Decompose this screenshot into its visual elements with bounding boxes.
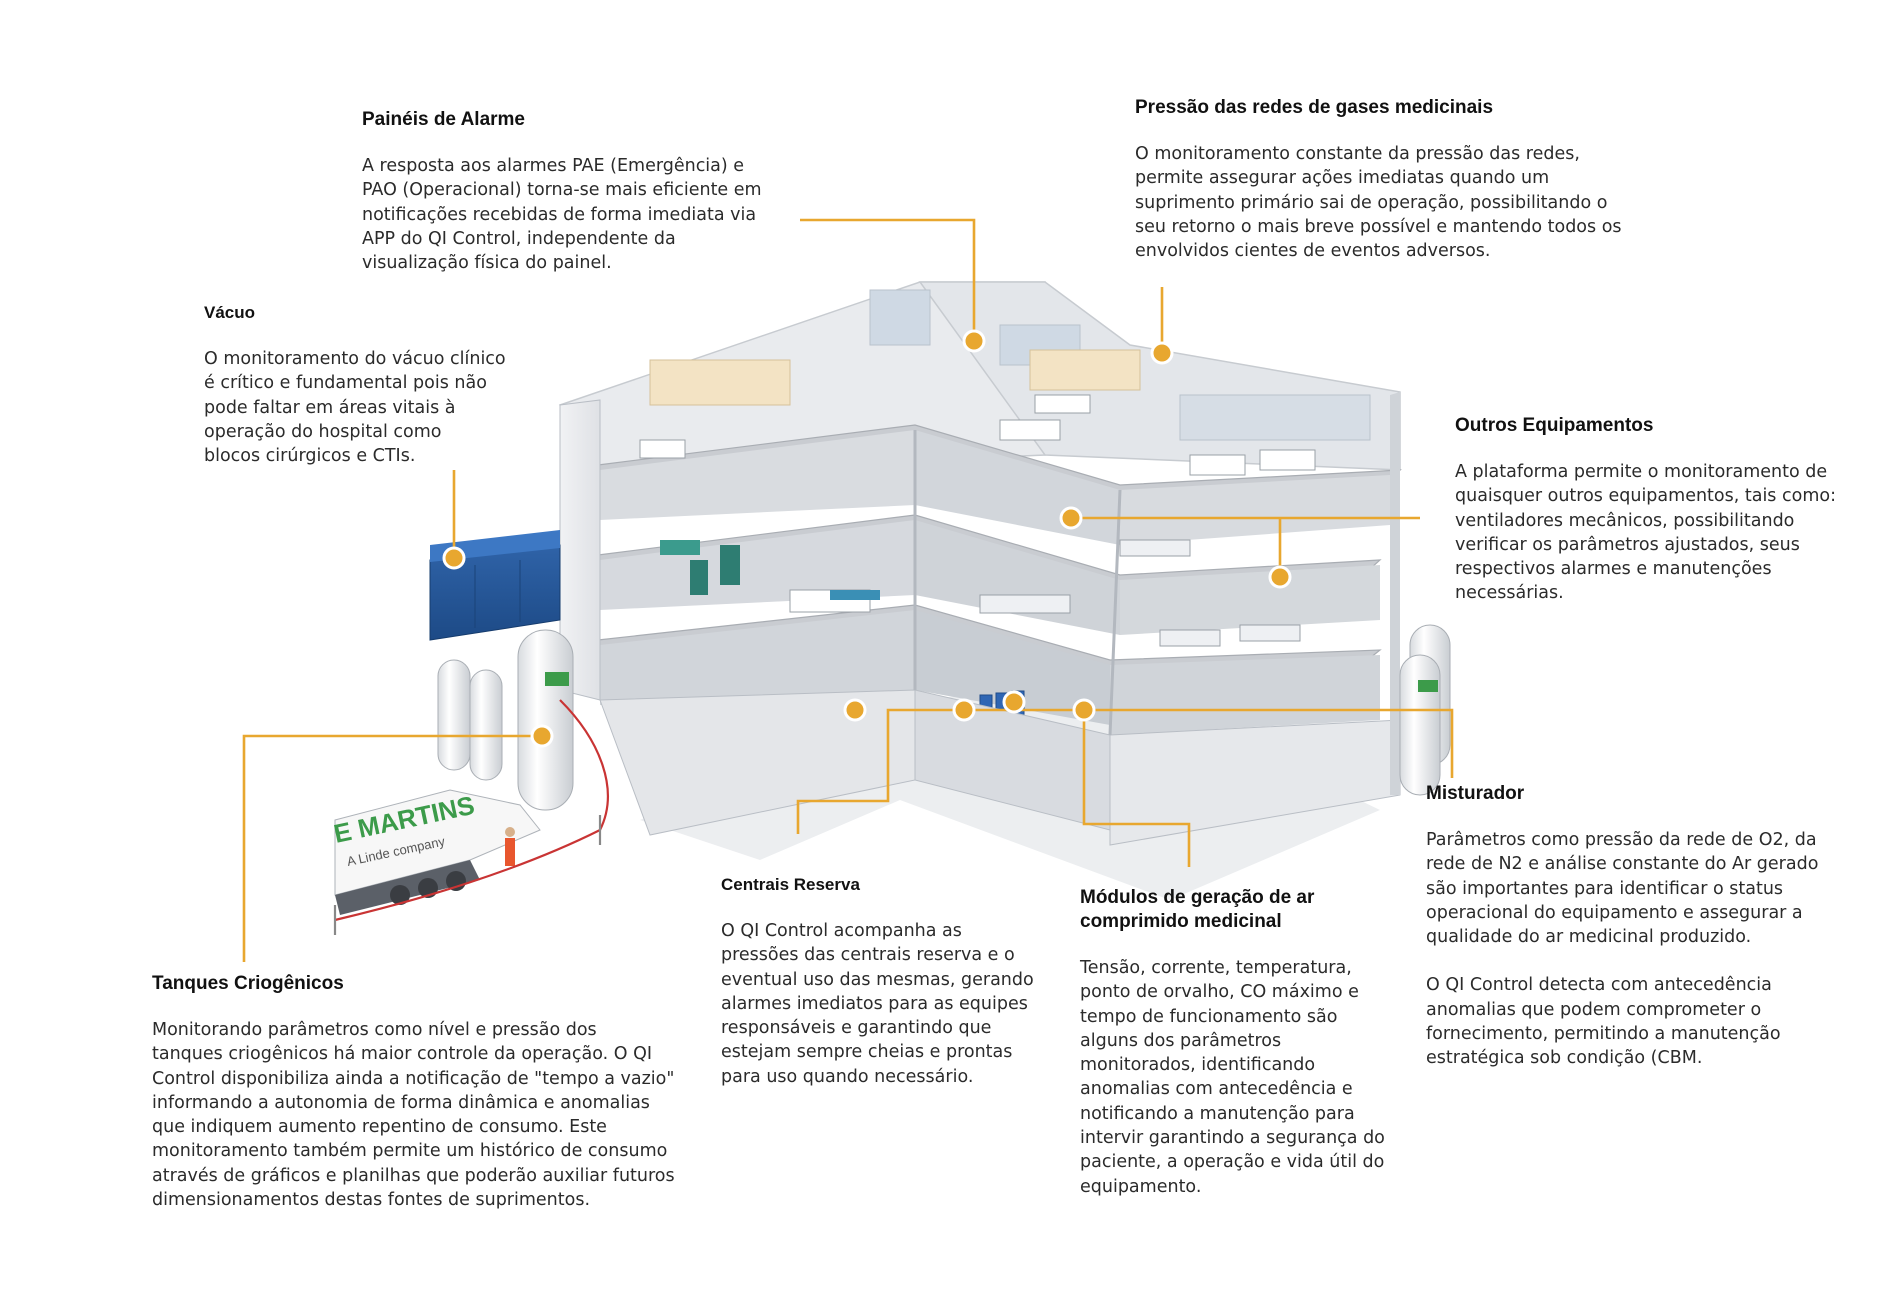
marker-misturador bbox=[1072, 698, 1096, 722]
callout-body: A resposta aos alarmes PAE (Emergência) … bbox=[362, 156, 762, 274]
callout-body: Tensão, corrente, temperatura, ponto de … bbox=[1080, 958, 1385, 1197]
fence bbox=[333, 699, 609, 935]
marker-centrais-2 bbox=[952, 698, 976, 722]
callout-body: O monitoramento constante da pressão das… bbox=[1135, 144, 1622, 262]
leader-paineis bbox=[800, 218, 976, 341]
marker-vacuo bbox=[442, 546, 466, 570]
callout-body: Monitorando parâmetros como nível e pres… bbox=[152, 1020, 675, 1211]
callout-title: Tanques Criogênicos bbox=[152, 973, 344, 994]
callout-body: O QI Control acompanha as pressões das c… bbox=[721, 921, 1034, 1087]
marker-tanques bbox=[530, 724, 554, 748]
marker-outros-2 bbox=[1268, 565, 1292, 589]
callout-title: Painéis de Alarme bbox=[362, 109, 525, 130]
callout-title: Vácuo bbox=[204, 303, 256, 322]
callout-paineis-de-alarme: Painéis de Alarme A resposta aos alarmes… bbox=[362, 108, 822, 275]
callout-vacuo: Vácuo O monitoramento do vácuo clínico é… bbox=[204, 301, 584, 468]
callout-title: Pressão das redes de gases medicinais bbox=[1135, 97, 1494, 118]
building-outer-walls bbox=[559, 392, 1401, 846]
leader-misturador bbox=[1084, 708, 1454, 778]
callout-body: A plataforma permite o monitoramento de … bbox=[1455, 462, 1836, 604]
marker-centrais-1 bbox=[843, 698, 867, 722]
callout-misturador: Misturador Parâmetros como pressão da re… bbox=[1426, 782, 1866, 1071]
callout-pressao-redes: Pressão das redes de gases medicinais O … bbox=[1135, 96, 1695, 263]
tanker-truck: E MARTINS A Linde company bbox=[331, 789, 541, 915]
callout-title: Módulos de geração de ar comprimido medi… bbox=[1080, 887, 1315, 932]
leader-centrais bbox=[796, 708, 1191, 867]
callout-body: Parâmetros como pressão da rede de O2, d… bbox=[1426, 830, 1819, 948]
marker-pressao bbox=[1150, 341, 1174, 365]
callout-title: Centrais Reserva bbox=[721, 875, 860, 894]
callout-title: Outros Equipamentos bbox=[1455, 415, 1654, 436]
cryogenic-tanks bbox=[437, 624, 1451, 811]
callout-tanques-criogenicos: Tanques Criogênicos Monitorando parâmetr… bbox=[152, 972, 712, 1212]
vacuum-unit bbox=[429, 530, 561, 641]
callout-centrais-reserva: Centrais Reserva O QI Control acompanha … bbox=[721, 873, 1061, 1089]
callout-body: O monitoramento do vácuo clínico é críti… bbox=[204, 349, 506, 467]
markers bbox=[442, 329, 1292, 748]
callout-modulos-ar-comprimido: Módulos de geração de ar comprimido medi… bbox=[1080, 886, 1410, 1199]
callout-outros-equipamentos: Outros Equipamentos A plataforma permite… bbox=[1455, 414, 1878, 606]
leader-lines bbox=[242, 218, 1454, 962]
leader-tanques bbox=[242, 734, 542, 962]
marker-modulos bbox=[1002, 690, 1026, 714]
callout-body-2: O QI Control detecta com antecedência an… bbox=[1426, 975, 1781, 1069]
callout-title: Misturador bbox=[1426, 783, 1525, 804]
marker-outros-1 bbox=[1059, 506, 1083, 530]
marker-paineis bbox=[962, 329, 986, 353]
floor-interiors bbox=[600, 394, 1390, 798]
